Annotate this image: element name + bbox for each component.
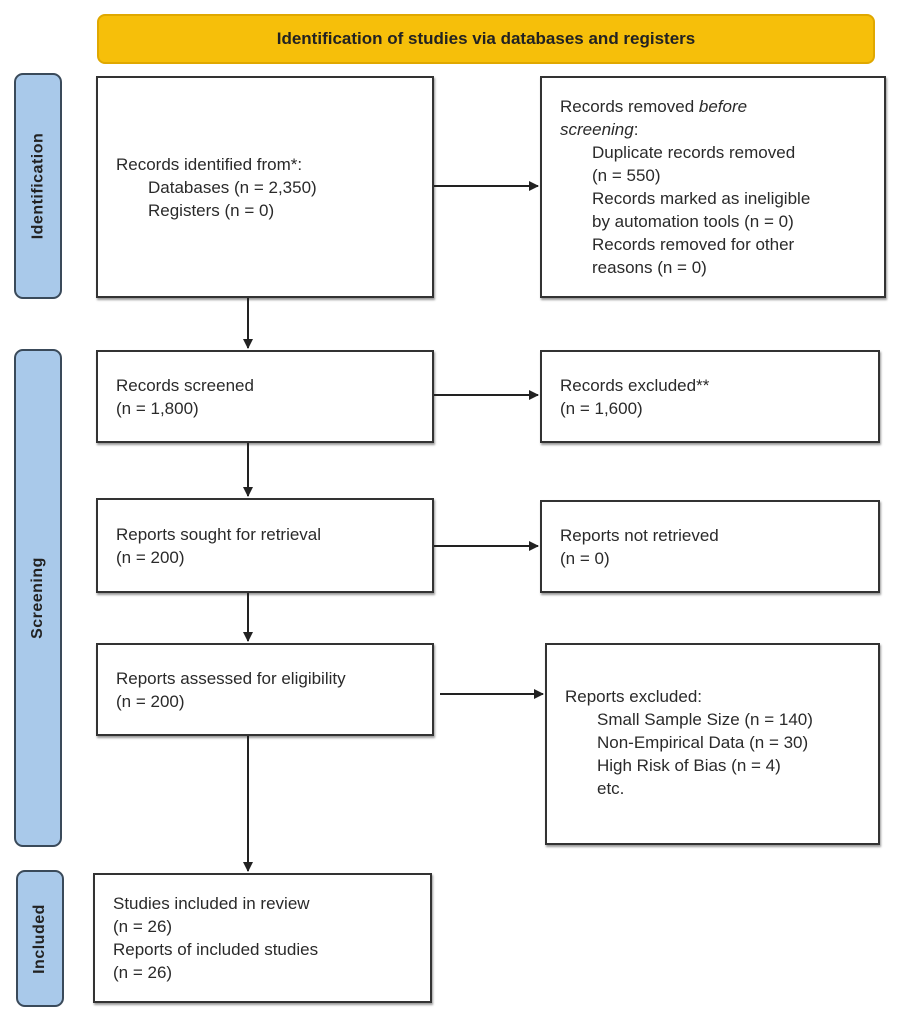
exclusion-reason: High Risk of Bias (n = 4) xyxy=(597,756,781,775)
phase-screening: Screening xyxy=(14,349,62,847)
phase-identification: Identification xyxy=(14,73,62,299)
box-title: Reports assessed for eligibility xyxy=(116,668,346,688)
duplicates-removed: Duplicate records removed(n = 550) xyxy=(592,143,796,185)
box-title: Reports sought for retrieval xyxy=(116,524,322,544)
reports-excluded-box: Reports excluded: Small Sample Size (n =… xyxy=(545,643,880,845)
exclusion-reason: etc. xyxy=(597,779,625,798)
registers-count: Registers (n = 0) xyxy=(148,200,275,220)
box-count: (n = 200) xyxy=(116,547,185,567)
header-banner: Identification of studies via databases … xyxy=(97,14,875,64)
reports-assessed-box: Reports assessed for eligibility (n = 20… xyxy=(96,643,434,736)
reports-count: (n = 26) xyxy=(113,963,173,982)
databases-count: Databases (n = 2,350) xyxy=(148,177,317,197)
reports-included: Reports of included studies xyxy=(113,940,319,959)
reports-sought-box: Reports sought for retrieval (n = 200) xyxy=(96,498,434,593)
header-title: Identification of studies via databases … xyxy=(276,29,696,48)
records-identified-box: Records identified from*: Databases (n =… xyxy=(96,76,434,298)
studies-included: Studies included in review xyxy=(113,894,310,913)
box-title: Reports excluded: xyxy=(565,687,703,706)
exclusion-reason: Small Sample Size (n = 140) xyxy=(597,710,813,729)
exclusion-reason: Non-Empirical Data (n = 30) xyxy=(597,733,809,752)
phase-included: Included xyxy=(16,870,64,1007)
box-count: (n = 0) xyxy=(560,548,610,568)
studies-count: (n = 26) xyxy=(113,917,173,936)
box-title: Records screened xyxy=(116,375,254,395)
box-count: (n = 1,600) xyxy=(560,398,643,418)
box-title: Records excluded** xyxy=(560,375,710,395)
box-title: Reports not retrieved xyxy=(560,525,719,545)
records-screened-box: Records screened (n = 1,800) xyxy=(96,350,434,443)
records-excluded-box: Records excluded** (n = 1,600) xyxy=(540,350,880,443)
records-identified-title: Records identified from*: xyxy=(116,154,303,174)
reports-not-retrieved-box: Reports not retrieved (n = 0) xyxy=(540,500,880,593)
box-count: (n = 1,800) xyxy=(116,398,199,418)
included-box: Studies included in review (n = 26) Repo… xyxy=(93,873,432,1003)
box-count: (n = 200) xyxy=(116,691,185,711)
